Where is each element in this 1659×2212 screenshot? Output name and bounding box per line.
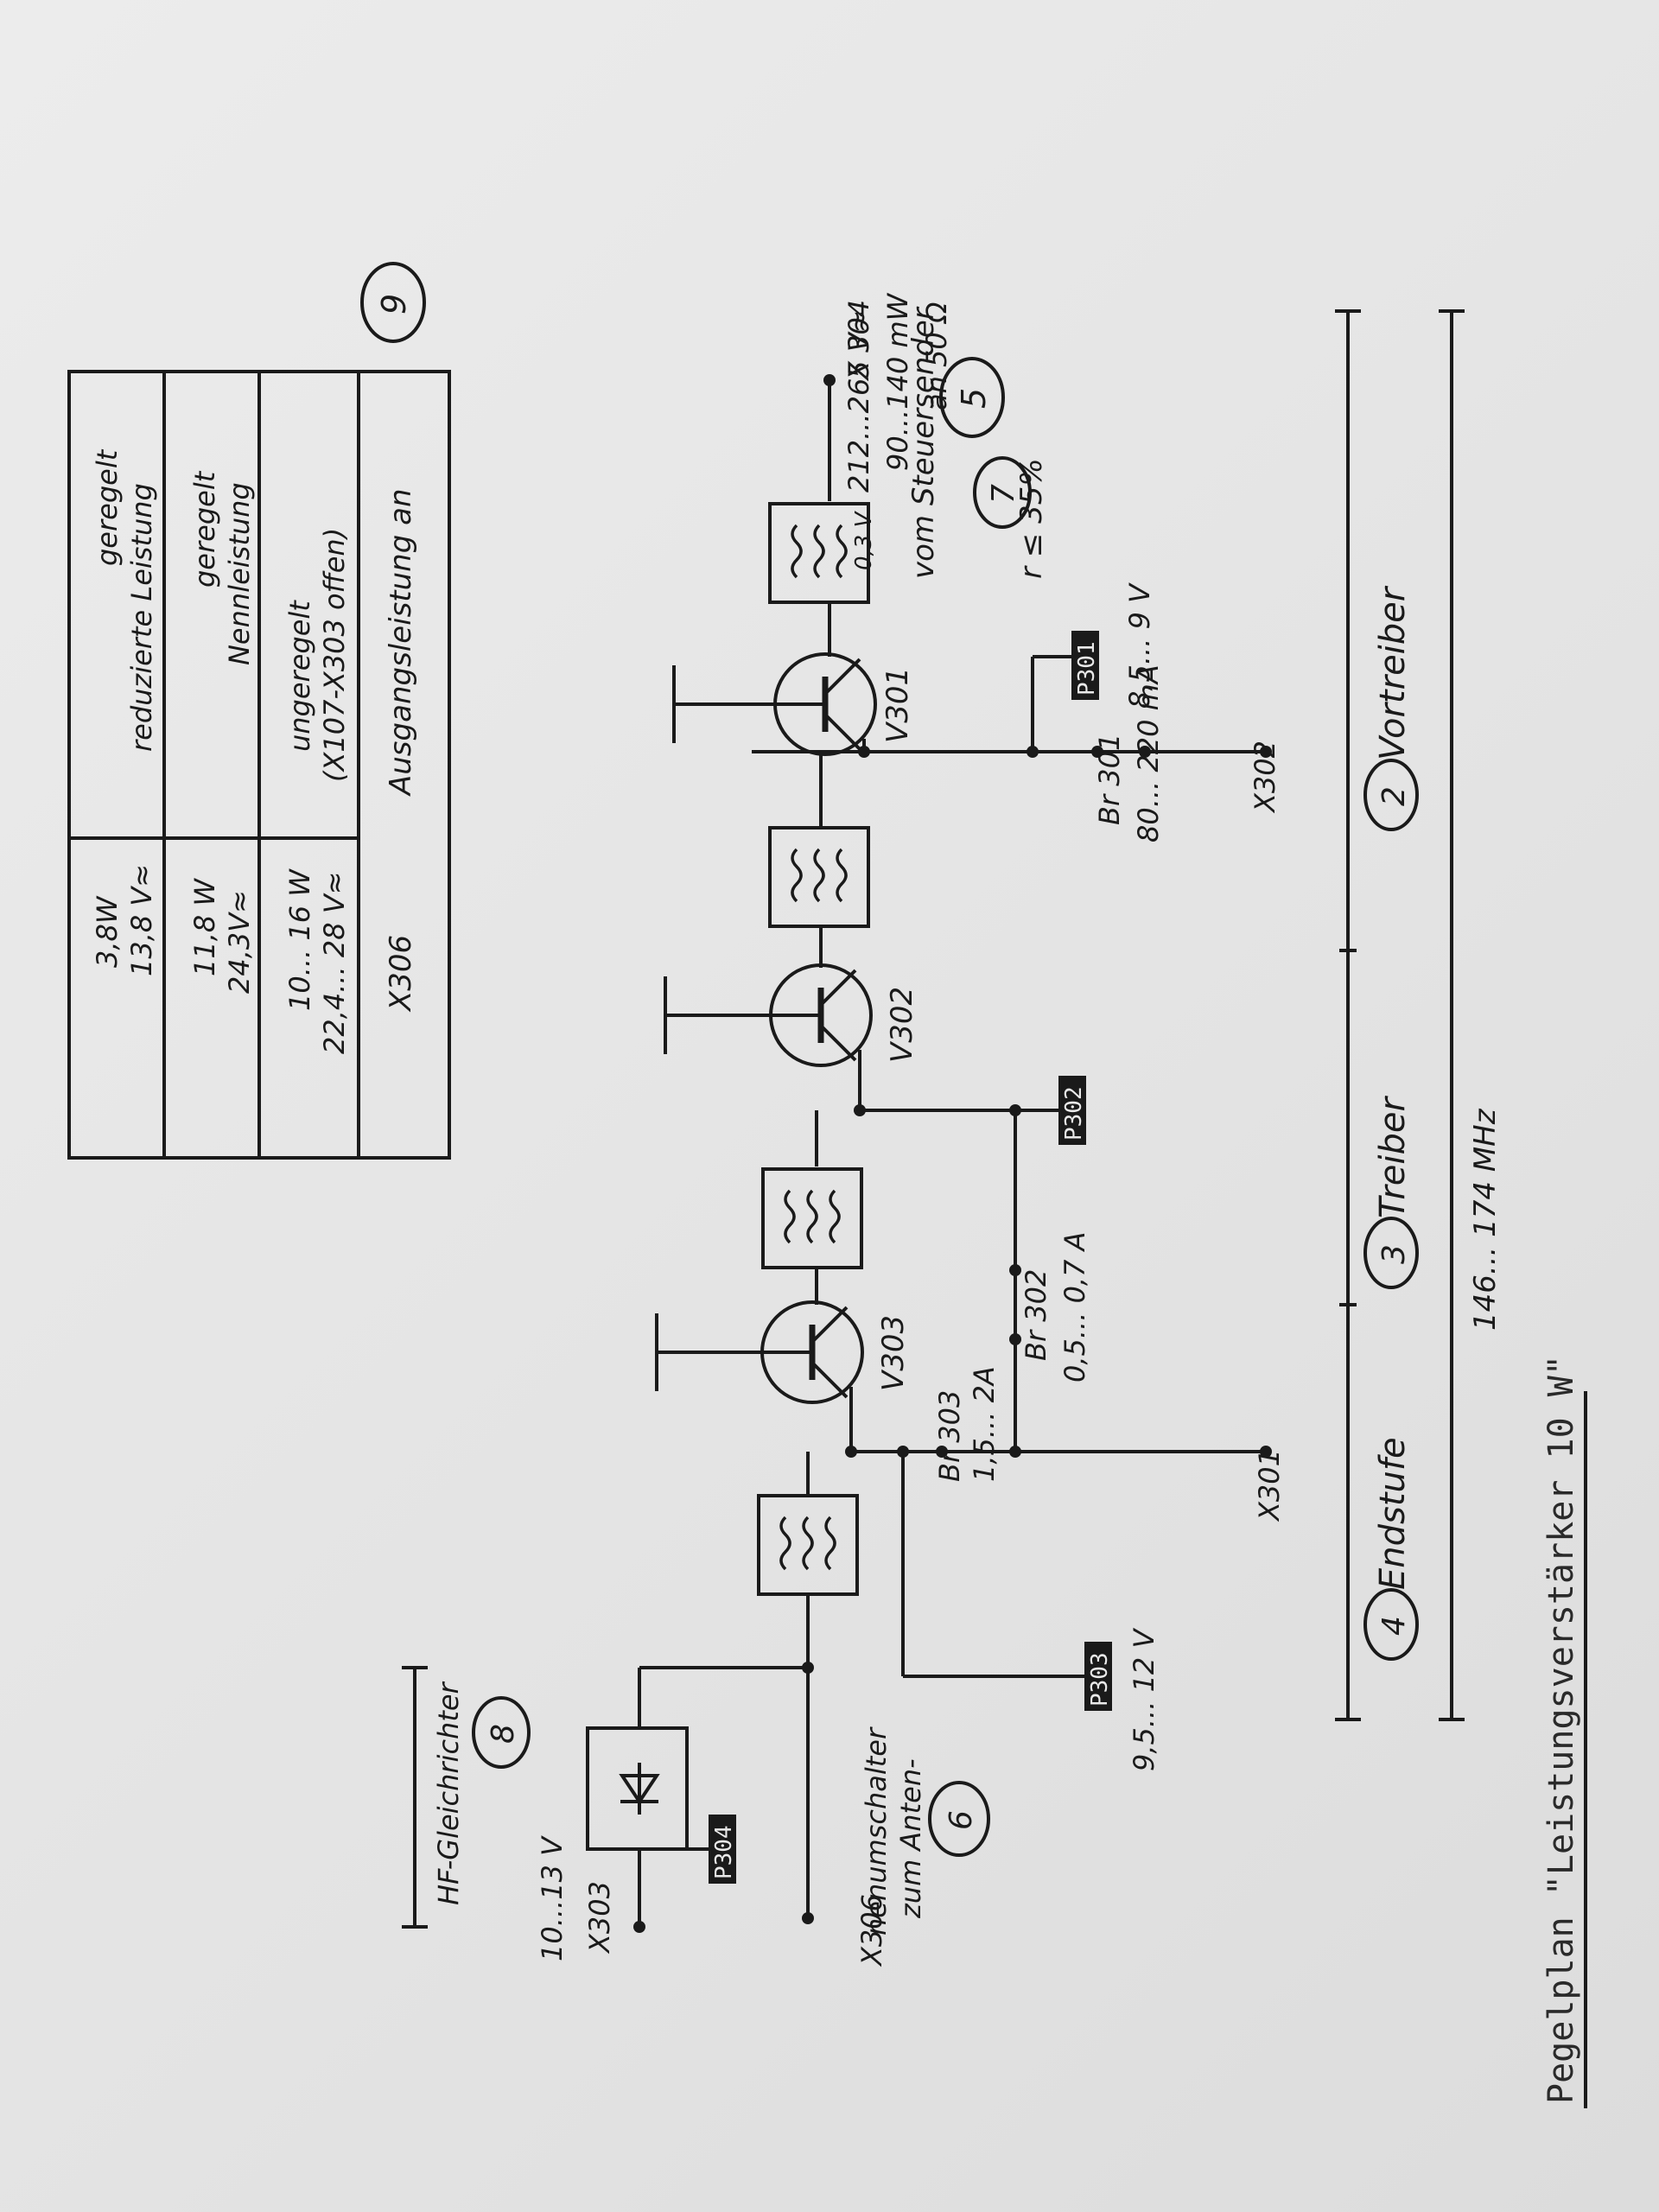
section-label-vortreiber: Vortreiber	[1373, 585, 1413, 760]
v301-label: V301	[880, 667, 915, 743]
final-supply-voltage: 9,5... 12 V	[1128, 1628, 1160, 1771]
section-marker-2	[1363, 759, 1419, 831]
input-level-impedance: an 50 Ω	[920, 302, 953, 410]
testpoint-p304	[709, 1815, 736, 1884]
svg-text:7: 7	[986, 484, 1021, 504]
table-row2-right-1: 11,8 W	[188, 878, 221, 976]
rectifier-label: HF-Gleichrichter	[432, 1681, 465, 1905]
frequency-label: 146... 174 MHz	[1468, 1108, 1503, 1331]
table-row3-left-2: reduzierte Leistung	[125, 483, 158, 752]
driver-bridge: Br 302	[1020, 1269, 1052, 1361]
transistor-v301	[773, 654, 875, 754]
transistor-v303	[760, 1302, 862, 1402]
section-label-endstufe: Endstufe	[1373, 1437, 1413, 1590]
table-header-left: Ausgangsleistung an	[384, 488, 418, 797]
input-marker-5	[939, 357, 1005, 438]
testpoint-p302	[1058, 1076, 1086, 1145]
testpoint-p303	[1084, 1642, 1112, 1711]
x302-label: X302	[1249, 741, 1281, 814]
stage1-supply-voltage: 8,5... 9 V	[1123, 582, 1156, 709]
rectifier-box	[586, 1726, 689, 1851]
svg-text:9: 9	[375, 294, 413, 315]
section-label-treiber: Treiber	[1373, 1096, 1413, 1218]
output-label-1: zum Anten-	[894, 1758, 927, 1919]
x301-label: X301	[1253, 1449, 1286, 1522]
table-row1-left-2: (X107-X303 offen)	[318, 528, 351, 782]
final-current: 1,5... 2A	[968, 1366, 1001, 1482]
section-marker-4	[1363, 1588, 1419, 1661]
input-reflection: r ≤ 35%	[1014, 458, 1049, 579]
svg-text:P303: P303	[1087, 1652, 1113, 1707]
table-row2-left-2: Nennleistung	[223, 482, 256, 665]
output-marker-6	[928, 1781, 990, 1857]
table-row1-right-1: 10... 16 W	[283, 868, 316, 1011]
table-row1-left-1: ungeregelt	[283, 600, 316, 752]
rectifier-voltage: 10...13 V	[536, 1835, 569, 1961]
stage1-current: 80... 220 mA	[1132, 664, 1165, 842]
table-row2-left-1: geregelt	[188, 470, 221, 588]
table-row2-right-2: 24,3V≈	[223, 890, 256, 994]
interstage-filter-2	[761, 1167, 863, 1269]
rectifier-marker-8	[472, 1696, 531, 1769]
output-label-2: nenumschalter	[860, 1726, 893, 1936]
input-level-voltage: 212...265 V≈	[842, 309, 875, 493]
x302-dot	[1260, 746, 1272, 758]
interstage-filter-1	[768, 826, 870, 928]
svg-text:P302: P302	[1061, 1086, 1087, 1141]
testpoint-p301	[1071, 631, 1099, 700]
x301-dot	[1260, 1446, 1272, 1458]
v303-label: V303	[876, 1315, 911, 1391]
x303-dot	[633, 1921, 645, 1933]
svg-text:6: 6	[944, 1810, 979, 1830]
input-label: vom Steuersender	[906, 306, 941, 579]
table-row3-left-1: geregelt	[91, 448, 124, 566]
input-connector-label: X 304	[842, 300, 875, 382]
output-filter	[757, 1494, 859, 1596]
x306-dot	[802, 1912, 814, 1924]
transistor-v302	[769, 965, 871, 1065]
x303-label: X303	[583, 1881, 616, 1955]
svg-text:3: 3	[1376, 1244, 1412, 1264]
input-level-power: 90...140 mW	[881, 292, 914, 471]
svg-text:4: 4	[1376, 1616, 1412, 1636]
section-marker-3	[1363, 1217, 1419, 1289]
v302-label: V302	[885, 987, 919, 1063]
table-row3-right-2: 13,8 V≈	[125, 864, 158, 976]
driver-current: 0,5... 0,7 A	[1058, 1231, 1091, 1382]
stage1-bridge: Br 301	[1093, 734, 1126, 825]
svg-text:8: 8	[486, 1724, 521, 1744]
svg-text:2: 2	[1376, 786, 1412, 806]
v301-base-voltage: 0,3 V	[851, 510, 877, 570]
table-header-right: X306	[384, 935, 418, 1013]
table-row1-right-2: 22,4... 28 V≈	[318, 871, 351, 1054]
final-bridge: Br 303	[933, 1390, 966, 1482]
svg-text:P304: P304	[711, 1825, 737, 1879]
table-marker-9	[360, 262, 426, 343]
table-row3-right-1: 3,8W	[91, 895, 124, 968]
page-title: Pegelplan "Leistungsverstärker 10 W"	[1541, 1355, 1581, 2104]
svg-text:5: 5	[955, 388, 993, 409]
input-marker-7	[973, 456, 1032, 529]
svg-text:P301: P301	[1074, 641, 1100, 696]
x306-label: X306	[855, 1894, 888, 1967]
